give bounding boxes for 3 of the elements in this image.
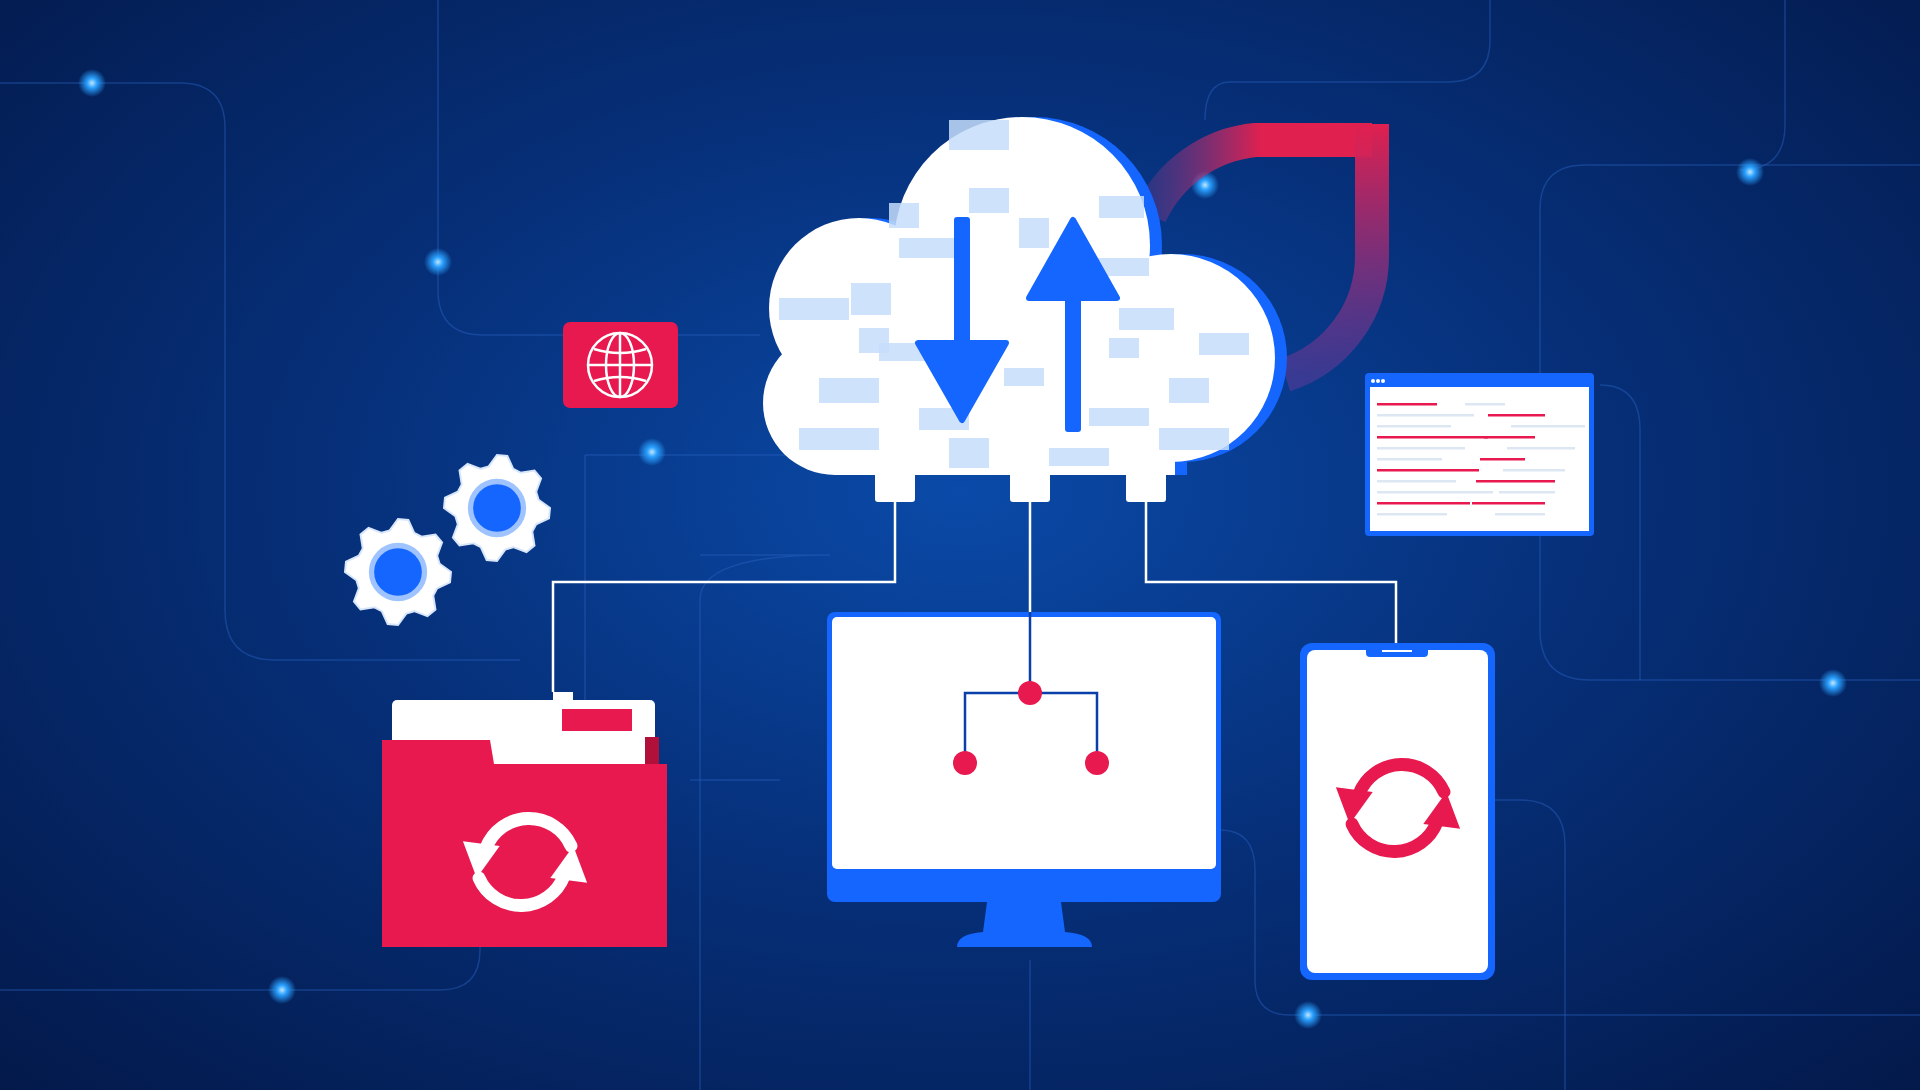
connector-line [1028,502,1032,612]
connector-line [551,502,897,692]
connector-line [1144,502,1398,643]
